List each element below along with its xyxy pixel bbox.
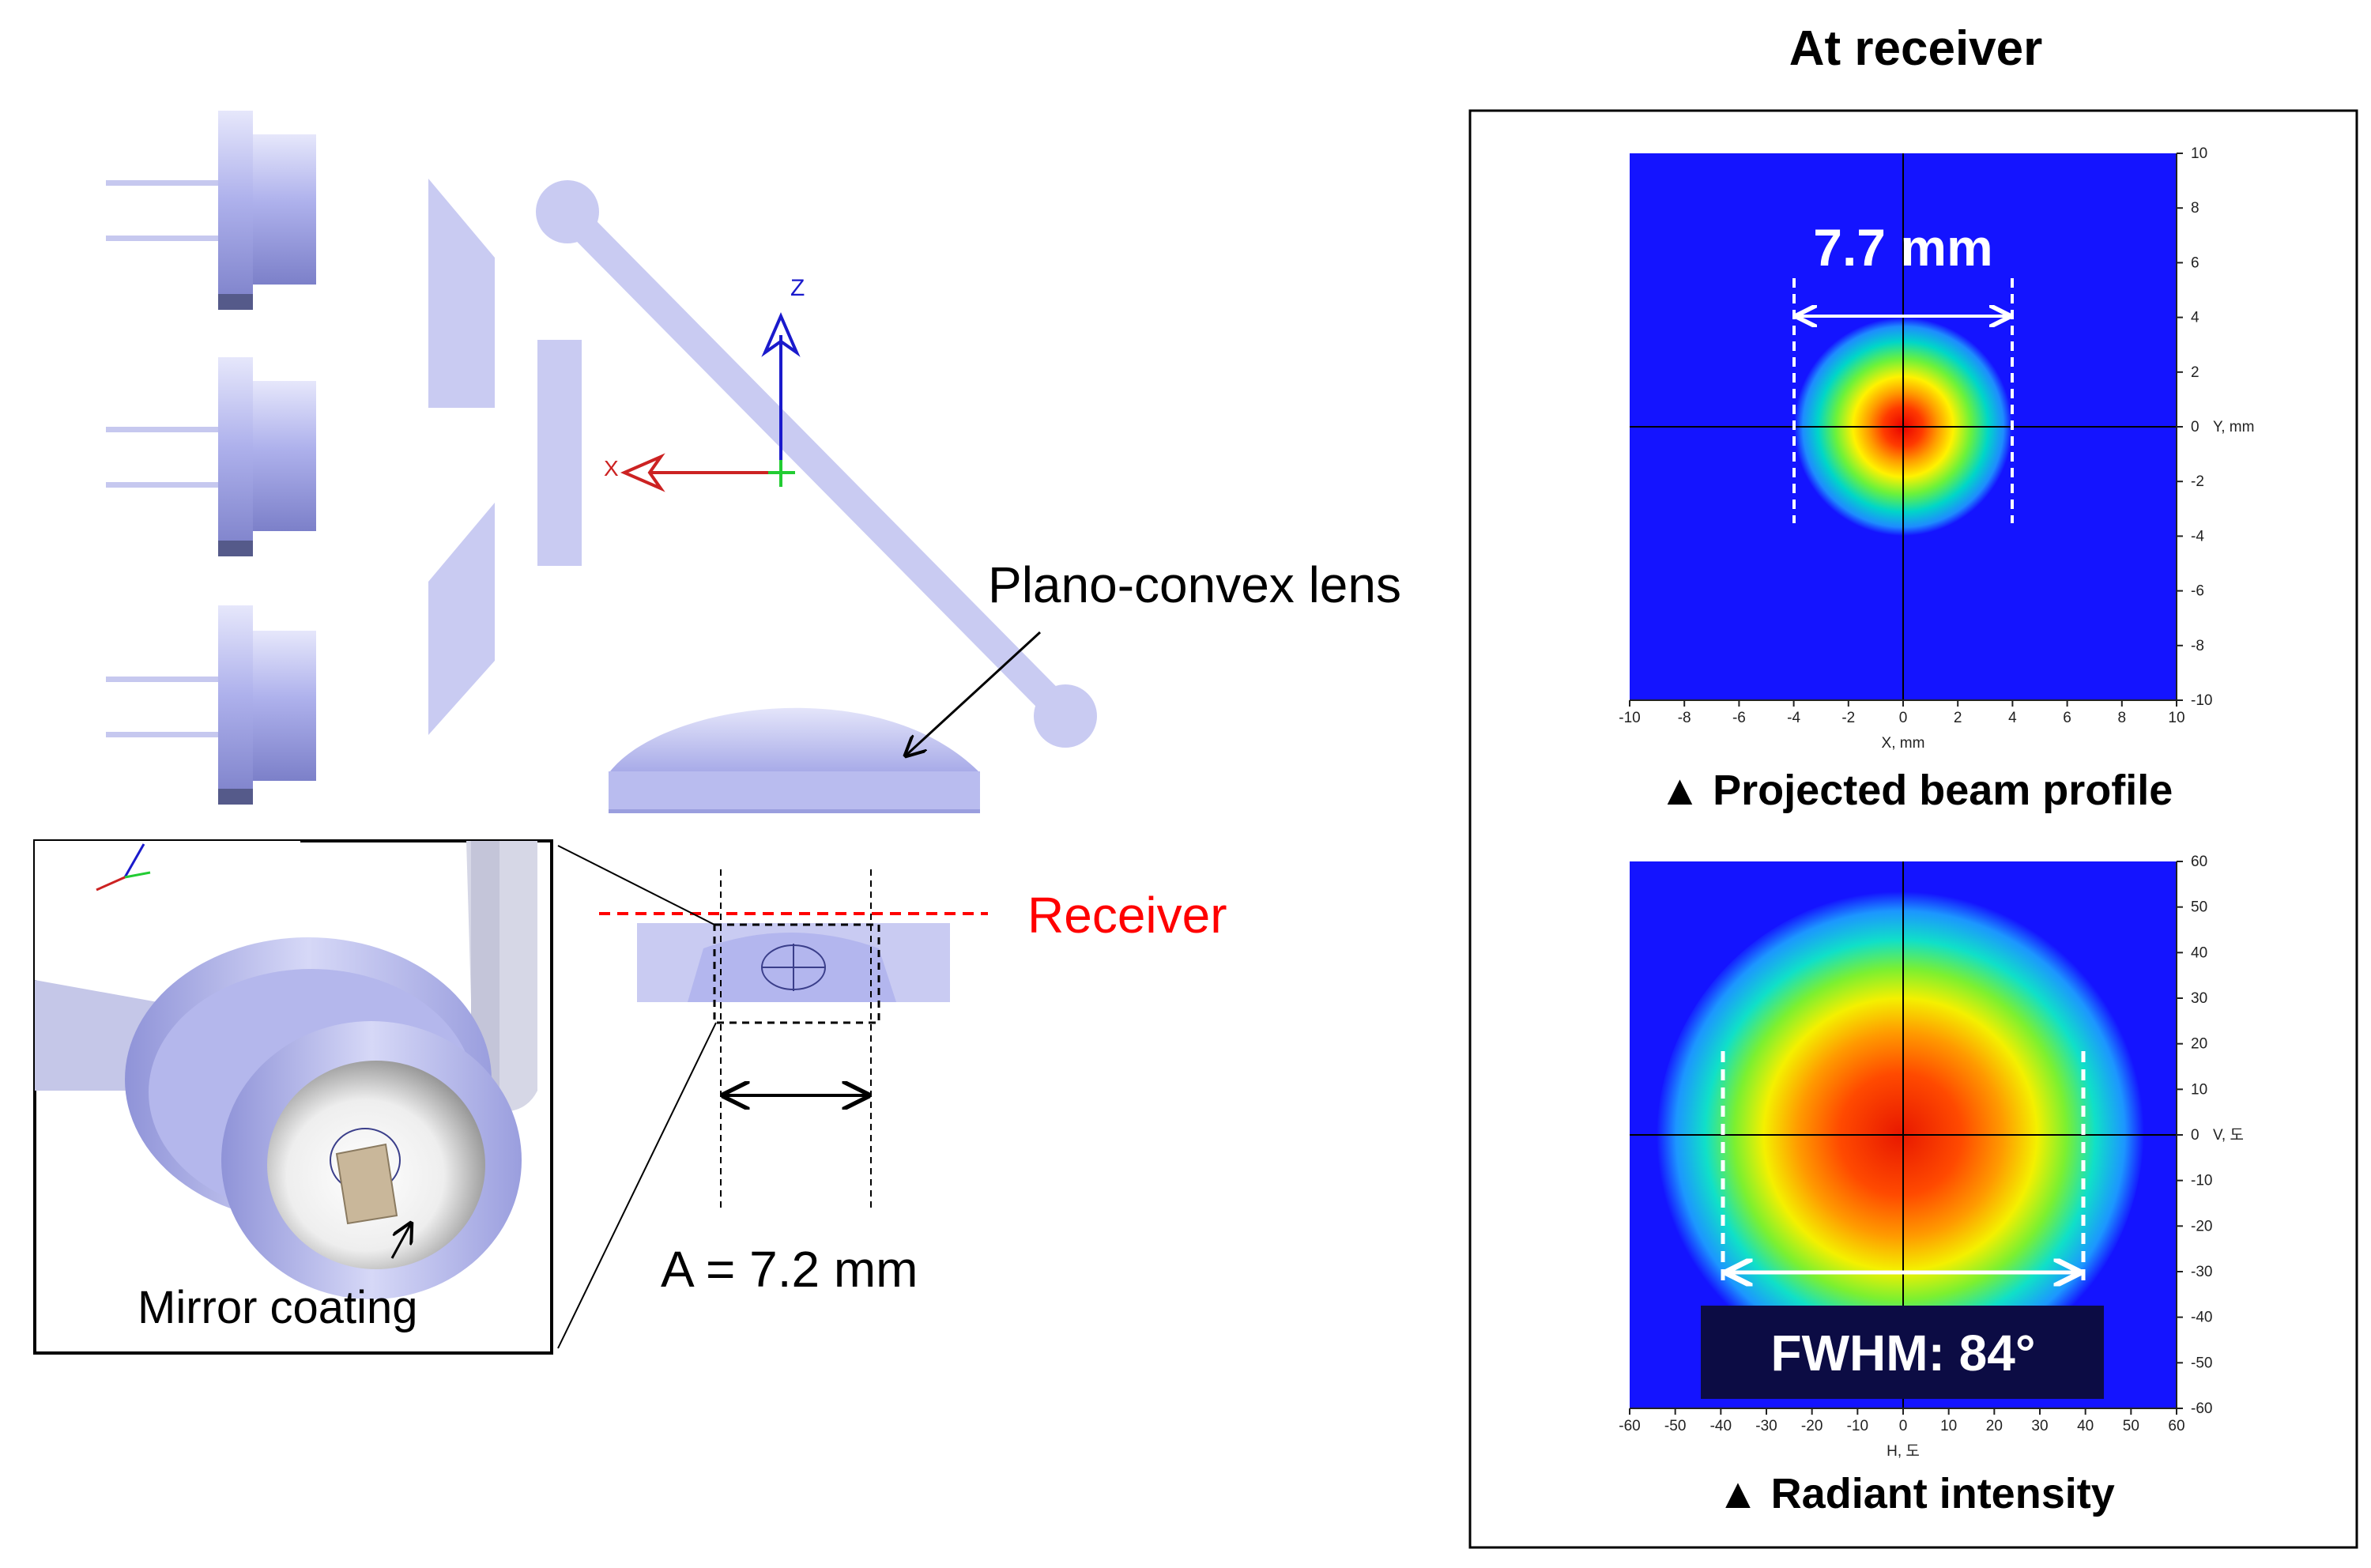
coordinate-axes: Z X — [604, 275, 805, 492]
radiant-intensity-y-tick-9: -30 — [2191, 1264, 2212, 1280]
lens-pointer-arrow — [906, 631, 1042, 756]
inset-connector-top — [557, 845, 715, 925]
radiant-intensity-x-tick-0: -60 — [1619, 1418, 1640, 1434]
beam-profile-x-tick-5: 0 — [1899, 710, 1908, 726]
aperture-value-label: A = 7.2 mm — [661, 1241, 918, 1298]
prism-upper — [428, 179, 495, 408]
radiant-intensity-y-tick-5: 10 — [2191, 1081, 2207, 1098]
beam-profile-x-tick-4: -2 — [1841, 710, 1855, 726]
laser-diode-bottom — [106, 605, 316, 805]
beam-profile-x-tick-7: 4 — [2008, 710, 2017, 726]
receiver-label: Receiver — [1027, 887, 1227, 944]
beam-profile-y-axis-name: Y, mm — [2213, 419, 2254, 435]
beam-profile-x-tick-6: 2 — [1954, 710, 1962, 726]
beam-profile-x-tick-2: -6 — [1732, 710, 1746, 726]
radiant-intensity-caption: ▲ Radiant intensity — [1717, 1470, 2115, 1517]
beam-profile-y-tick-8: -6 — [2191, 583, 2204, 600]
beam-profile-y-tick-2: 6 — [2191, 254, 2199, 271]
plano-convex-lens-label: Plano-convex lens — [988, 556, 1401, 613]
radiant-intensity-y-tick-3: 30 — [2191, 990, 2207, 1007]
radiant-intensity-x-tick-10: 40 — [2077, 1418, 2094, 1434]
prism-lower — [428, 503, 495, 735]
beam-profile-y-tick-10: -10 — [2191, 692, 2212, 709]
beam-profile-caption: ▲ Projected beam profile — [1659, 767, 2173, 814]
radiant-intensity-y-axis-name: V, 도 — [2213, 1127, 2244, 1144]
beam-profile-y-tick-1: 8 — [2191, 200, 2199, 217]
radiant-intensity-y-tick-1: 50 — [2191, 899, 2207, 916]
radiant-intensity-x-axis-name: H, 도 — [1887, 1443, 1920, 1460]
mirror-coating-label: Mirror coating — [138, 1282, 418, 1333]
plano-convex-lens — [609, 707, 980, 813]
radiant-intensity-y-tick-2: 40 — [2191, 944, 2207, 961]
radiant-intensity-y-tick-4: 20 — [2191, 1036, 2207, 1053]
beam-profile-y-tick-5: 0 — [2191, 419, 2199, 435]
beam-profile-x-tick-1: -8 — [1678, 710, 1691, 726]
radiant-intensity-x-ticks: -60 -50 -40 -30 -20 -10 0 10 20 30 40 50 60 — [1619, 1408, 2185, 1434]
radiant-intensity-x-tick-1: -50 — [1664, 1418, 1686, 1434]
radiant-intensity-x-tick-2: -40 — [1710, 1418, 1732, 1434]
inset-axes — [96, 843, 151, 891]
zoom-box — [713, 923, 880, 1024]
radiant-intensity-x-tick-6: 0 — [1899, 1418, 1908, 1434]
beam-profile-y-tick-7: -4 — [2191, 528, 2204, 545]
beam-width-label: 7.7 mm — [1813, 218, 1992, 277]
beam-profile-x-tick-9: 8 — [2118, 710, 2127, 726]
radiant-intensity-y-tick-7: -10 — [2191, 1173, 2212, 1189]
receiver-lens-detail — [637, 923, 950, 1002]
radiant-intensity-y-tick-10: -40 — [2191, 1310, 2212, 1326]
beam-profile-y-ticks: 10 8 6 4 2 0 -2 -4 -6 -8 -10 — [2177, 145, 2212, 709]
beam-profile-y-tick-0: 10 — [2191, 145, 2207, 162]
radiant-intensity-x-tick-4: -20 — [1801, 1418, 1823, 1434]
radiant-intensity-y-ticks: 60 50 40 30 20 10 0 -10 -20 -30 -40 -50 -60 — [2177, 854, 2212, 1417]
beam-profile-x-tick-3: -4 — [1787, 710, 1800, 726]
beam-profile-x-axis-name: X, mm — [1882, 735, 1925, 752]
right-panel-heading: At receiver — [1789, 21, 2043, 76]
radiant-intensity-y-tick-6: 0 — [2191, 1127, 2199, 1144]
radiant-intensity-x-tick-9: 30 — [2031, 1418, 2048, 1434]
beam-profile-x-tick-0: -10 — [1619, 710, 1640, 726]
radiant-intensity-y-tick-0: 60 — [2191, 854, 2207, 870]
mirror-coating-inset: Mirror coating — [33, 839, 553, 1355]
beam-profile-x-ticks: -10 -8 -6 -4 -2 0 2 4 6 8 10 — [1619, 700, 2185, 726]
mirror-coating-arrow — [390, 1223, 411, 1259]
beam-profile-y-tick-4: 2 — [2191, 364, 2199, 381]
laser-diode-top — [106, 111, 316, 310]
radiant-intensity-x-tick-12: 60 — [2168, 1418, 2184, 1434]
beam-profile-x-tick-10: 10 — [2168, 710, 2184, 726]
beam-profile-y-tick-6: -2 — [2191, 473, 2204, 490]
radiant-intensity-y-tick-11: -50 — [2191, 1355, 2212, 1371]
inset-connector-bottom — [557, 1022, 717, 1349]
radiant-intensity-y-tick-12: -60 — [2191, 1400, 2212, 1417]
fwhm-label: FWHM: 84° — [1771, 1325, 2036, 1381]
radiant-intensity-y-tick-8: -20 — [2191, 1218, 2212, 1234]
beam-profile-x-tick-8: 6 — [2063, 710, 2071, 726]
beam-profile-y-tick-9: -8 — [2191, 638, 2204, 654]
axis-x-label: X — [604, 456, 619, 481]
radiant-intensity-x-tick-11: 50 — [2123, 1418, 2139, 1434]
radiant-intensity-x-tick-7: 10 — [1940, 1418, 1957, 1434]
radiant-intensity-x-tick-8: 20 — [1986, 1418, 2003, 1434]
fwhm-label-box — [1701, 1306, 2104, 1399]
beam-profile-y-tick-3: 4 — [2191, 310, 2199, 326]
radiant-intensity-x-tick-3: -30 — [1755, 1418, 1777, 1434]
laser-diode-middle — [106, 357, 316, 556]
aperture-plate — [537, 340, 582, 566]
diagonal-mirror-rod — [536, 180, 1097, 748]
radiant-intensity-x-tick-5: -10 — [1847, 1418, 1868, 1434]
axis-z-label: Z — [790, 275, 805, 301]
right-panel-frame — [1468, 109, 2358, 1549]
